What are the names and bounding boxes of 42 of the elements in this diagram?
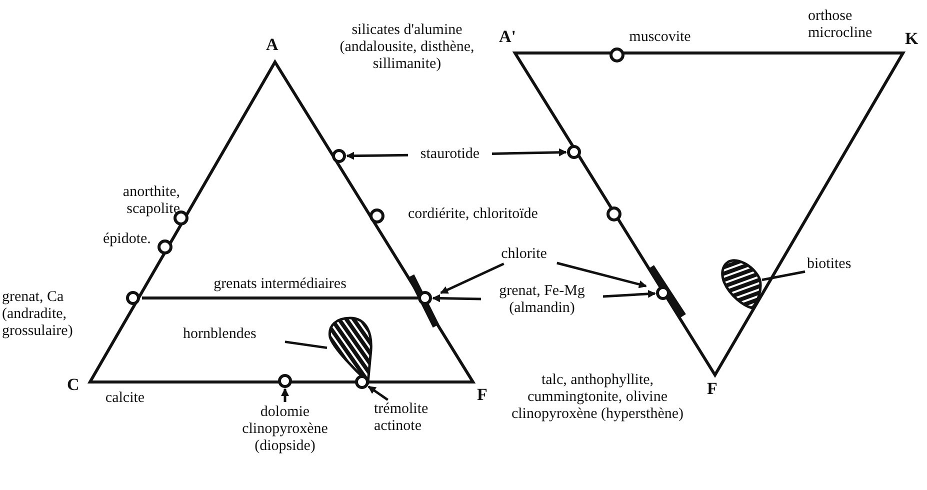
mineral-label: talc, anthophyllite, cummingtonite, olivine clinopyroxène (hypersthène) bbox=[510, 372, 685, 423]
mineral-label: muscovite bbox=[628, 29, 692, 46]
mineral-label: grenat, Fe-Mg (almandin) bbox=[483, 283, 601, 317]
composition-point bbox=[355, 375, 369, 389]
arrow bbox=[346, 152, 408, 160]
arrow bbox=[602, 290, 656, 298]
composition-point bbox=[567, 145, 581, 159]
composition-point bbox=[332, 149, 346, 163]
composition-point bbox=[126, 291, 140, 305]
mineral-label: anorthite, scapolite bbox=[122, 184, 180, 218]
mineral-label: épidote. bbox=[103, 231, 152, 248]
composition-bar bbox=[647, 263, 687, 320]
arrow bbox=[432, 294, 482, 302]
mineral-label: cordiérite, chloritoïde bbox=[408, 206, 539, 223]
leader-line bbox=[762, 270, 806, 282]
mineral-label: staurotide bbox=[410, 146, 490, 163]
vertex-label: A bbox=[266, 36, 280, 53]
leader-line bbox=[284, 340, 328, 350]
vertex-label: F bbox=[477, 386, 488, 403]
mineral-label: calcite bbox=[104, 390, 146, 407]
mineral-label: dolomie clinopyroxène (diopside) bbox=[228, 404, 342, 455]
mineral-label: chlorite bbox=[493, 246, 555, 263]
composition-point bbox=[278, 374, 292, 388]
composition-bar bbox=[407, 272, 440, 330]
arrow bbox=[492, 148, 567, 156]
vertex-label: C bbox=[67, 376, 80, 393]
mineral-label: silicates d'alumine (andalousite, disthène, sillimanite) bbox=[338, 22, 476, 73]
tie-line bbox=[142, 296, 418, 300]
mineral-label: trémolite actinote bbox=[374, 401, 454, 435]
mineral-label: grenat, Ca (andradite, grossulaire) bbox=[2, 289, 74, 340]
mineral-label: orthose microcline bbox=[808, 8, 874, 42]
arrow bbox=[368, 386, 389, 401]
edge-label: grenats intermédiaires bbox=[212, 276, 348, 293]
arrow bbox=[440, 262, 504, 294]
vertex-label: A' bbox=[499, 28, 517, 45]
mineral-label: hornblendes bbox=[183, 326, 283, 343]
arrow bbox=[556, 262, 647, 288]
hatched-field bbox=[720, 258, 762, 310]
mineral-label: biotites bbox=[807, 256, 877, 273]
vertex-label: K bbox=[905, 30, 920, 47]
arrow bbox=[281, 388, 289, 402]
vertex-label: F bbox=[707, 380, 718, 397]
